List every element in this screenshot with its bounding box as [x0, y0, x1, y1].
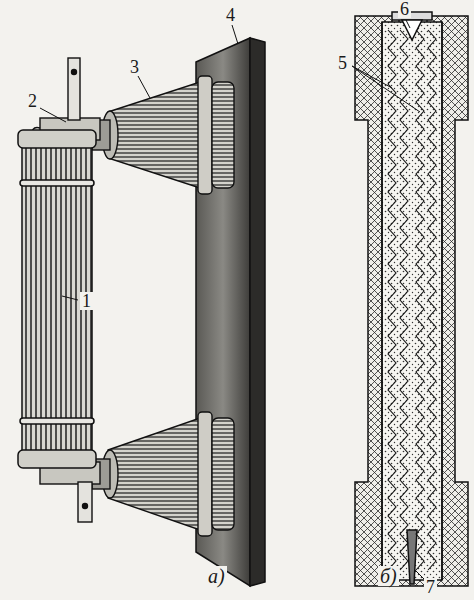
- part-number: 1: [80, 292, 93, 310]
- fusible-wire: [428, 30, 436, 570]
- fusible-wire: [416, 30, 424, 570]
- fuse-tube: [18, 130, 96, 468]
- view-label: а): [206, 566, 227, 586]
- part-number: 6: [398, 0, 411, 18]
- part-number: 4: [224, 6, 237, 24]
- fusible-wires: [388, 30, 436, 570]
- fusible-wire: [400, 30, 408, 570]
- contact-top: [32, 58, 100, 140]
- part-number: 3: [128, 58, 141, 76]
- part-number: 2: [26, 92, 39, 110]
- fuse-section: [355, 12, 468, 586]
- part-number: 7: [424, 578, 437, 596]
- fusible-wire: [388, 30, 396, 570]
- insulator-bottom: [92, 412, 234, 536]
- mounting-plate: [196, 38, 265, 586]
- view-label: б): [378, 566, 399, 586]
- insulator-top: [92, 76, 234, 194]
- leader-lines: [40, 20, 425, 580]
- contact-bottom: [40, 462, 100, 522]
- part-number: 5: [336, 54, 349, 72]
